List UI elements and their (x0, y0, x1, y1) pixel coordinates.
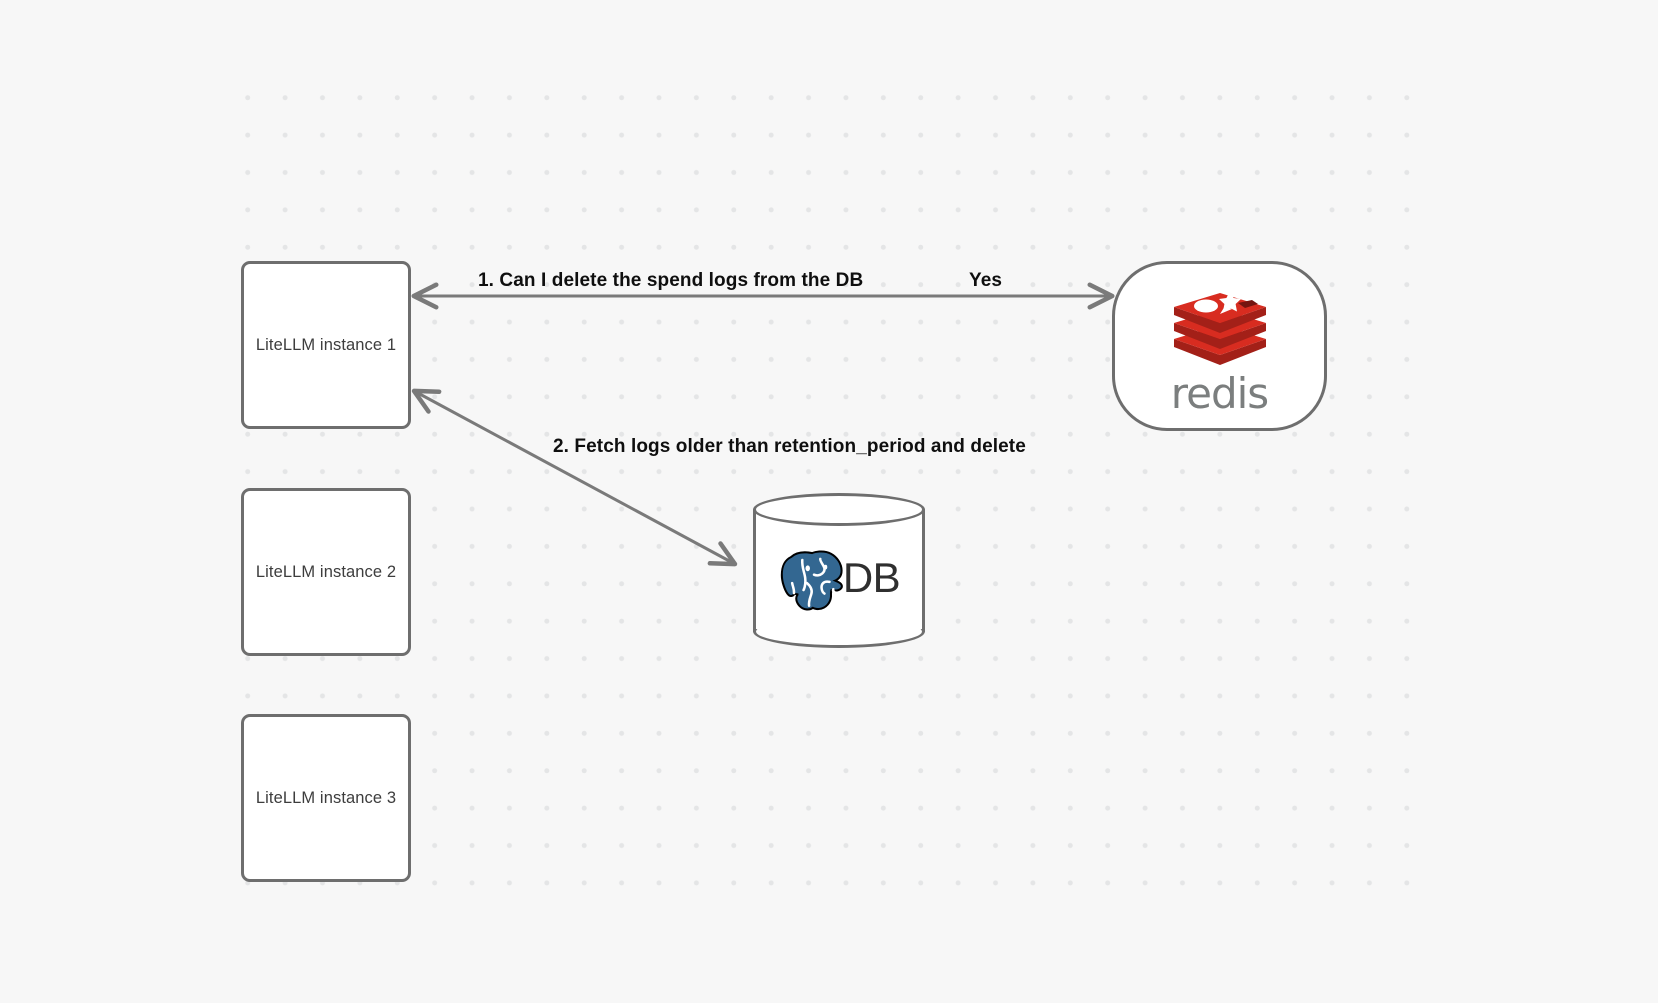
edge-label-step-2: 2. Fetch logs older than retention_perio… (553, 436, 1026, 457)
redis-stack-icon (1166, 277, 1274, 373)
edge-litellm1-db (411, 388, 738, 567)
redis-wordmark: redis (1170, 369, 1269, 418)
edge-label-step-1-response: Yes (969, 270, 1003, 291)
db-label: DB (842, 554, 901, 601)
node-label: LiteLLM instance 1 (255, 335, 397, 354)
cylinder-top (753, 493, 925, 526)
node-litellm-instance-1[interactable]: LiteLLM instance 1 (241, 261, 411, 429)
node-litellm-instance-3[interactable]: LiteLLM instance 3 (241, 714, 411, 882)
postgresql-elephant-icon (780, 550, 843, 611)
node-label: LiteLLM instance 3 (255, 788, 397, 807)
node-label: LiteLLM instance 2 (255, 562, 397, 581)
node-redis[interactable]: redis (1112, 261, 1327, 431)
edge-label-step-1: 1. Can I delete the spend logs from the … (478, 270, 864, 291)
node-database[interactable]: DB (753, 493, 925, 648)
node-litellm-instance-2[interactable]: LiteLLM instance 2 (241, 488, 411, 656)
